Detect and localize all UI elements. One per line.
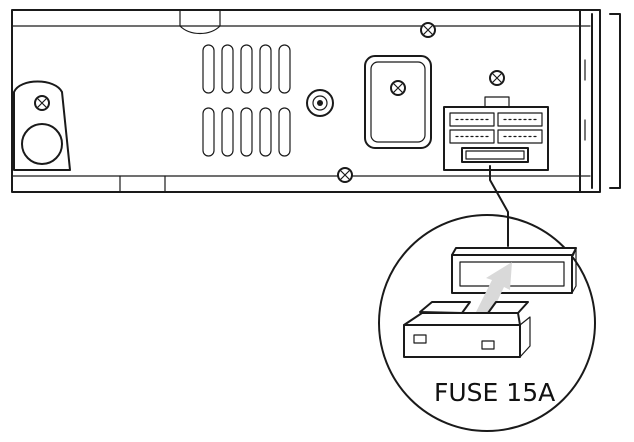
fuse-slot [461, 147, 529, 163]
magnified-callout: FUSE 15A [378, 214, 596, 432]
radio-chassis [11, 9, 621, 193]
screw-icon [390, 80, 406, 96]
callout-leader [489, 165, 509, 247]
ventilation-slots [202, 44, 291, 157]
screw-icon [34, 95, 50, 111]
antenna-socket [306, 89, 334, 117]
insertion-arrow-icon [476, 262, 512, 319]
connector-bay [364, 55, 432, 149]
screw-icon [489, 70, 505, 86]
screw-icon [420, 22, 436, 38]
fuse-icon [403, 301, 531, 358]
chassis-outline [11, 9, 601, 193]
mounting-hole [21, 123, 63, 165]
fuse-holder [451, 247, 577, 294]
screw-icon [337, 167, 353, 183]
fuse-rating-label: FUSE 15A [434, 378, 555, 407]
wiring-connector [443, 96, 549, 171]
mounting-bracket [13, 80, 71, 171]
